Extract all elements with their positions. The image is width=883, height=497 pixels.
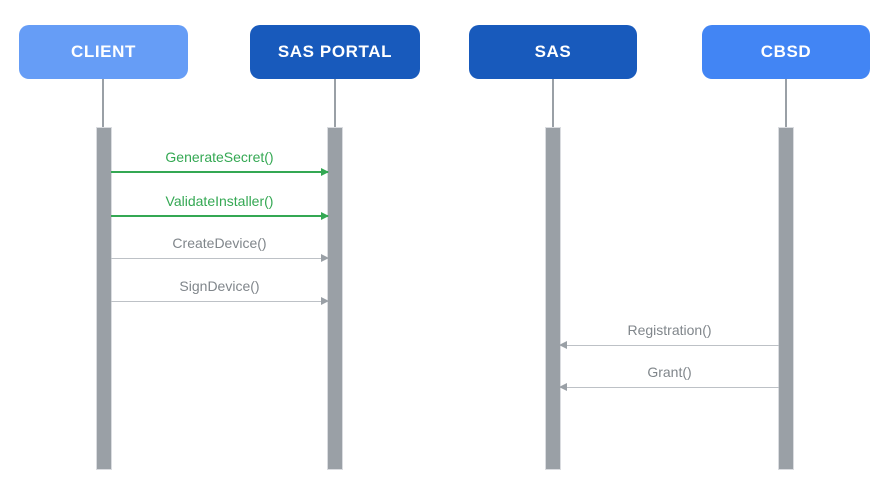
arrowhead-left-icon — [559, 383, 567, 391]
activation-bar-client — [96, 127, 112, 470]
arrowhead-left-icon — [559, 341, 567, 349]
actor-box-cbsd: CBSD — [702, 25, 870, 79]
actor-box-client: CLIENT — [19, 25, 188, 79]
activation-bar-sas-portal — [327, 127, 343, 470]
lifeline-sas-portal — [334, 79, 336, 127]
lifeline-cbsd — [785, 79, 787, 127]
arrowhead-right-icon — [321, 168, 329, 176]
actor-label-client: CLIENT — [71, 42, 136, 61]
message-label: SignDevice() — [179, 278, 260, 294]
message-label: Registration() — [627, 322, 712, 338]
message-sign-device: SignDevice() — [111, 278, 329, 305]
lifeline-client — [102, 79, 104, 127]
message-arrow-line — [559, 383, 779, 391]
message-arrow-line — [111, 212, 329, 220]
message-arrow-line — [111, 254, 329, 262]
message-label: CreateDevice() — [172, 235, 267, 251]
actor-box-sas: SAS — [469, 25, 637, 79]
activation-bar-sas — [545, 127, 561, 470]
lifeline-sas — [552, 79, 554, 127]
arrowhead-right-icon — [321, 297, 329, 305]
message-validate-installer: ValidateInstaller() — [111, 193, 329, 220]
message-label: ValidateInstaller() — [165, 193, 274, 209]
message-registration: Registration() — [559, 322, 779, 349]
actor-label-cbsd: CBSD — [760, 42, 812, 61]
message-arrow-line — [111, 168, 329, 176]
message-label: GenerateSecret() — [165, 149, 274, 165]
actor-label-sas-portal: SAS PORTAL — [277, 42, 393, 61]
arrowhead-right-icon — [321, 212, 329, 220]
activation-bar-cbsd — [778, 127, 794, 470]
message-generate-secret: GenerateSecret() — [111, 149, 329, 176]
message-grant: Grant() — [559, 364, 779, 391]
actor-box-sas-portal: SAS PORTAL — [250, 25, 420, 79]
arrowhead-right-icon — [321, 254, 329, 262]
message-create-device: CreateDevice() — [111, 235, 329, 262]
message-arrow-line — [559, 341, 779, 349]
message-arrow-line — [111, 297, 329, 305]
message-label: Grant() — [647, 364, 692, 380]
actor-label-sas: SAS — [534, 42, 572, 61]
